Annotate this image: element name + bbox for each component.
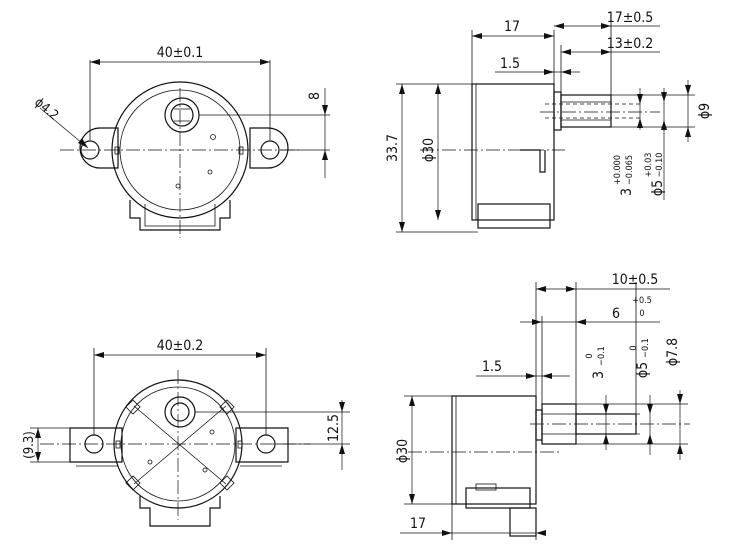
side-bottom-shaft-tol-lower: −0.1	[641, 338, 651, 358]
shaft-boss	[164, 97, 200, 133]
side-top-height-dim: 33.7	[385, 134, 401, 162]
side-bottom-flat-tol-upper: 0	[585, 353, 595, 358]
side-bottom-shaft-len: 10±0.5	[612, 272, 659, 288]
side-top-flat-tol-lower: −0.065	[625, 155, 635, 185]
side-top-boss-dia: ϕ9	[697, 103, 713, 119]
side-top-flat-tol-upper: +0.000	[613, 155, 623, 185]
side-view-top: 17 17±0.5 13±0.2 1.5 33.7 ϕ30 ϕ9	[385, 10, 713, 233]
side-top-shaft-main: ϕ5	[650, 180, 666, 196]
motor-body-side-bottom	[451, 395, 537, 505]
side-bottom-shaft-main: ϕ5	[635, 362, 651, 378]
side-top-shaft-tol-lower: −0.10	[655, 153, 665, 178]
front-bottom-ref-dim: (9.3)	[22, 431, 37, 459]
front-view-top: 40±0.1 8 ϕ4.2	[31, 45, 330, 238]
side-top-shaft-tol-upper: +0.03	[644, 153, 654, 178]
mounting-flange	[79, 127, 119, 169]
front-bottom-height-dim: 12.5	[326, 414, 342, 442]
side-top-flat-main: 3	[619, 188, 635, 196]
side-top-shaft-dim-1: 17±0.5	[607, 10, 654, 26]
side-top-shaft-dim-2: 13±0.2	[607, 36, 654, 52]
side-bottom-flat-tol-lower: −0.1	[597, 346, 607, 366]
motor-body-side	[471, 83, 555, 221]
side-view-bottom: 10±0.5 6 +0.5 0 1.5 3 0 −0.1 ϕ5 0 −0.1 ϕ…	[395, 272, 690, 540]
front-bottom-width-dim: 40±0.2	[157, 338, 204, 354]
side-bottom-flat-main: 3	[591, 371, 607, 379]
side-top-flange-dim: 1.5	[500, 56, 520, 72]
front-top-width-dim: 40±0.1	[157, 45, 204, 61]
side-bottom-flat-len-main: 6	[612, 306, 620, 322]
front-top-offset-dim: 8	[307, 92, 323, 100]
side-bottom-flange-dim: 1.5	[482, 359, 502, 375]
front-view-bottom: 40±0.2 12.5 (9.3)	[22, 338, 350, 527]
front-top-hole-dim: ϕ4.2	[31, 95, 61, 123]
side-bottom-flat-len-upper: +0.5	[632, 296, 652, 306]
connector-housing-bottom	[139, 496, 221, 527]
side-top-body-dia: ϕ30	[421, 138, 437, 162]
side-bottom-body-dia: ϕ30	[395, 439, 411, 463]
side-bottom-flat-len-lower: 0	[639, 309, 644, 319]
mounting-flange-bottom	[69, 427, 123, 463]
side-bottom-depth-dim: 17	[410, 516, 426, 532]
shaft-boss-side	[560, 94, 612, 128]
side-bottom-boss-dia: ϕ7.8	[665, 338, 681, 366]
side-top-depth-dim: 17	[504, 19, 520, 35]
side-bottom-shaft-tol-upper: 0	[629, 345, 639, 350]
shaft-boss-bottom	[164, 396, 196, 428]
